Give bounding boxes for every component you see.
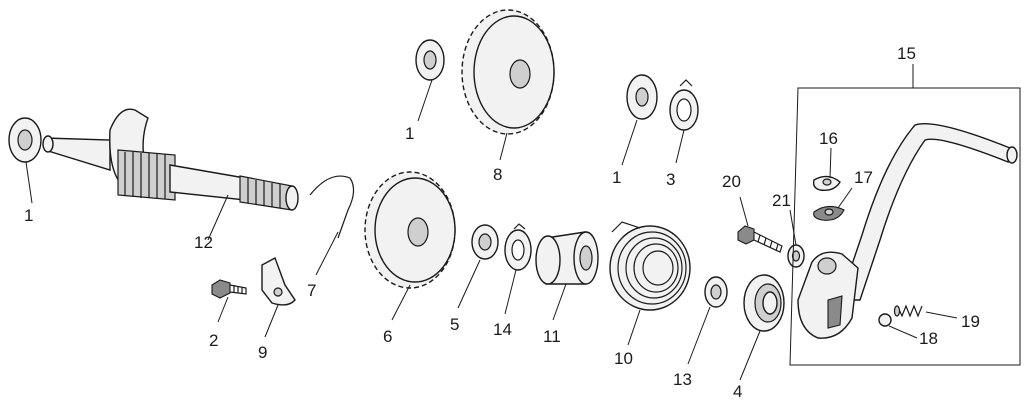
ratchet-plate-part-9 bbox=[261, 257, 296, 306]
callout-label-20: 20 bbox=[722, 172, 741, 191]
clip-part-17 bbox=[813, 205, 845, 221]
washer-part-5 bbox=[471, 224, 499, 260]
ball-part-18 bbox=[878, 313, 892, 327]
callout-label-1-top: 1 bbox=[405, 124, 414, 143]
gear-part-8 bbox=[461, 9, 555, 135]
callout-label-5: 5 bbox=[450, 315, 459, 334]
callout-label-16: 16 bbox=[819, 129, 838, 148]
callout-label-17: 17 bbox=[854, 168, 873, 187]
callout-label-19: 19 bbox=[961, 312, 980, 331]
callout-label-14: 14 bbox=[493, 320, 512, 339]
torsion-spring-part-10 bbox=[609, 221, 691, 311]
spring-clip-part-7 bbox=[309, 175, 355, 239]
washer-part-1-right bbox=[626, 74, 658, 120]
kickstart-shaft-part-12 bbox=[42, 108, 299, 211]
washer-part-1-top bbox=[415, 39, 445, 81]
washer-part-1-left bbox=[8, 117, 42, 163]
callout-label-12: 12 bbox=[194, 233, 213, 252]
callout-label-1-right: 1 bbox=[612, 168, 621, 187]
callout-label-3: 3 bbox=[666, 170, 675, 189]
leader-lines bbox=[25, 64, 958, 381]
washer-part-13 bbox=[704, 276, 728, 308]
bolt-part-20 bbox=[737, 225, 783, 253]
callout-label-18: 18 bbox=[919, 329, 938, 348]
gear-part-6 bbox=[364, 171, 456, 289]
assembly-frame-part-15 bbox=[789, 87, 1021, 366]
callout-labels: 1 1 1 2 3 4 5 6 7 8 9 10 11 12 13 14 15 … bbox=[24, 44, 980, 401]
callout-label-11: 11 bbox=[543, 327, 561, 346]
callout-label-4: 4 bbox=[733, 382, 742, 401]
oil-seal-part-4 bbox=[743, 274, 785, 332]
clip-part-16 bbox=[812, 175, 841, 192]
callout-label-9: 9 bbox=[258, 343, 267, 362]
circlip-part-3 bbox=[669, 79, 699, 131]
callout-label-10: 10 bbox=[614, 349, 633, 368]
callout-label-21: 21 bbox=[772, 191, 791, 210]
callout-label-13: 13 bbox=[673, 370, 692, 389]
callout-label-8: 8 bbox=[493, 165, 502, 184]
washer-part-21 bbox=[787, 244, 805, 268]
callout-label-6: 6 bbox=[383, 327, 392, 346]
callout-label-15: 15 bbox=[897, 44, 916, 63]
spring-part-19 bbox=[893, 304, 923, 318]
kickstart-lever-part-15 bbox=[797, 122, 1018, 339]
callout-label-2: 2 bbox=[209, 331, 218, 350]
callout-label-1-left: 1 bbox=[24, 206, 33, 225]
circlip-part-14 bbox=[504, 223, 532, 271]
callout-label-7: 7 bbox=[307, 281, 316, 300]
bushing-part-11 bbox=[535, 231, 599, 285]
bolt-part-2 bbox=[211, 279, 247, 299]
